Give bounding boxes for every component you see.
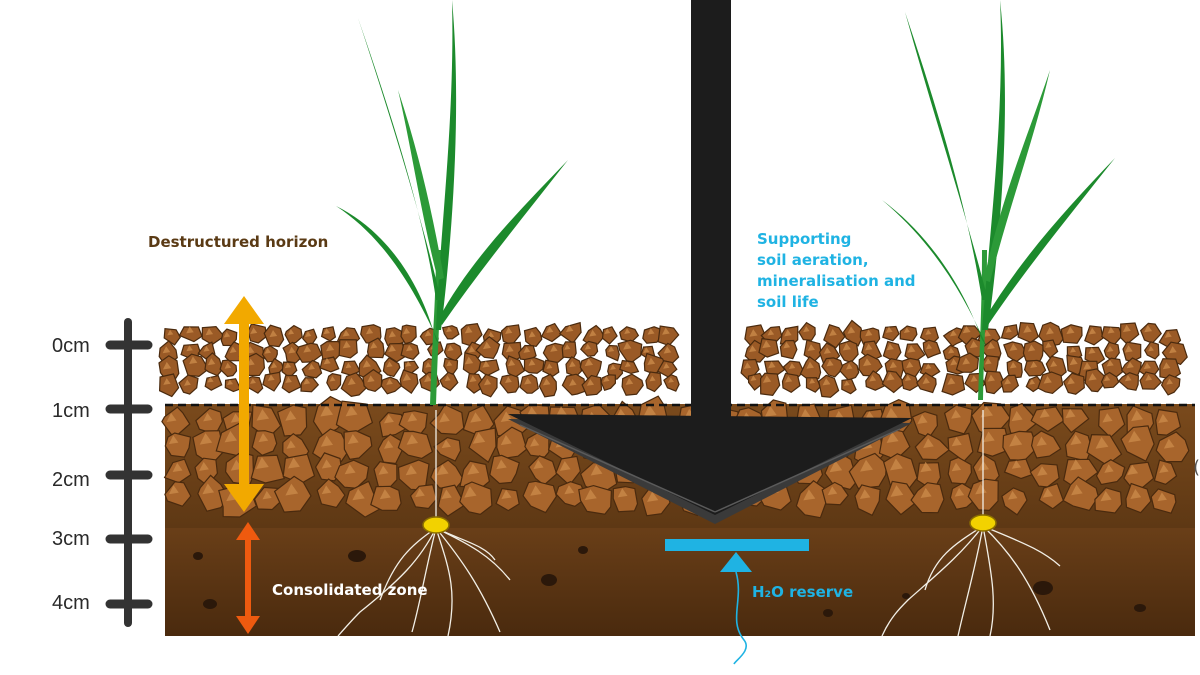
soil-clod <box>658 326 679 346</box>
supporting-line-2: soil aeration, <box>757 250 916 271</box>
soil-clod <box>842 379 856 394</box>
soil-clod <box>622 374 643 395</box>
soil-clod <box>371 486 401 510</box>
svg-text:(: ( <box>1193 457 1200 478</box>
soil-clod <box>282 375 301 392</box>
soil-clod <box>601 375 615 391</box>
soil-clod <box>780 341 797 359</box>
soil-clod <box>883 327 899 341</box>
soil-clod <box>542 324 562 342</box>
soil-clod <box>840 361 859 380</box>
soil-clod <box>539 374 556 397</box>
soil-clod <box>225 379 240 392</box>
soil-clod <box>620 327 639 342</box>
soil-clod <box>618 340 642 362</box>
soil-clod <box>923 340 940 358</box>
supporting-line-1: Supporting <box>757 229 916 250</box>
soil-clod <box>603 327 618 344</box>
soil-clod <box>1085 326 1103 345</box>
consolidated-zone-label: Consolidated zone <box>272 581 428 599</box>
soil-clod <box>783 373 801 392</box>
seed-left <box>423 517 449 533</box>
soil-clod <box>562 342 576 358</box>
soil-clod <box>1061 325 1082 343</box>
soil-clod <box>322 327 336 341</box>
supporting-label: Supporting soil aeration, mineralisation… <box>757 229 916 313</box>
soil-clod <box>1119 373 1139 391</box>
soil-clod <box>1025 360 1046 376</box>
depth-label-2: 2cm <box>52 469 90 492</box>
soil-clods-top <box>159 321 1187 398</box>
soil-clod <box>1140 372 1161 389</box>
seed-right <box>970 515 996 531</box>
water-reserve-label: H₂O reserve <box>752 583 853 601</box>
soil-clod <box>440 372 458 390</box>
soil-clod <box>942 374 964 395</box>
water-reserve-bar <box>665 539 809 551</box>
soil-clod <box>761 373 780 395</box>
soil-clod <box>819 375 839 397</box>
supporting-line-3: mineralisation and <box>757 271 916 292</box>
soil-clod <box>664 375 679 391</box>
soil-clod <box>500 375 519 393</box>
soil-clod <box>339 340 357 358</box>
soil-clod <box>520 375 538 394</box>
soil-clod <box>560 323 581 343</box>
soil-clod <box>613 487 637 512</box>
soil-clod <box>1001 375 1018 392</box>
soil-clod <box>646 372 661 392</box>
soil-clod <box>205 376 222 391</box>
soil-clod <box>525 328 542 347</box>
depth-ruler <box>110 322 148 623</box>
soil-clod <box>606 346 620 361</box>
soil-clod <box>900 326 917 341</box>
soil-clod <box>400 370 418 393</box>
soil-clod <box>1141 323 1162 343</box>
depth-label-1: 1cm <box>52 400 90 423</box>
soil-clod <box>804 340 821 361</box>
soil-clod <box>381 377 401 394</box>
soil-clod <box>822 358 843 377</box>
depth-label-4: 4cm <box>52 592 90 615</box>
soil-clod <box>566 357 582 377</box>
soil-clod <box>327 374 341 391</box>
soil-clod <box>202 327 224 345</box>
soil-clod <box>301 378 318 392</box>
soil-clod <box>902 358 921 377</box>
soil-clod <box>807 378 821 392</box>
soil-clod <box>285 326 302 344</box>
soil-clod <box>444 359 458 374</box>
soil-clod <box>839 341 858 362</box>
soil-clod <box>374 462 397 488</box>
soil-clod <box>1038 372 1063 393</box>
soil-clod <box>401 325 416 344</box>
soil-clod <box>443 326 459 339</box>
supporting-line-4: soil life <box>757 292 916 313</box>
depth-label-3: 3cm <box>52 528 90 551</box>
soil-clod <box>296 343 321 362</box>
soil-clod <box>445 343 462 361</box>
soil-clod <box>479 360 499 376</box>
depth-label-0: 0cm <box>52 335 90 358</box>
soil-clod <box>582 376 602 396</box>
soil-clod <box>1018 323 1038 343</box>
destructured-horizon-label: Destructured horizon <box>148 233 328 251</box>
soil-clod <box>263 372 281 391</box>
soil-clod <box>1064 373 1085 394</box>
soil-clod <box>1121 323 1139 344</box>
soil-clod <box>525 358 545 374</box>
soil-clod <box>1023 341 1043 361</box>
soil-clod <box>220 360 236 377</box>
soil-clod <box>759 339 779 358</box>
soil-clod <box>543 360 559 376</box>
soil-clod <box>479 374 497 396</box>
